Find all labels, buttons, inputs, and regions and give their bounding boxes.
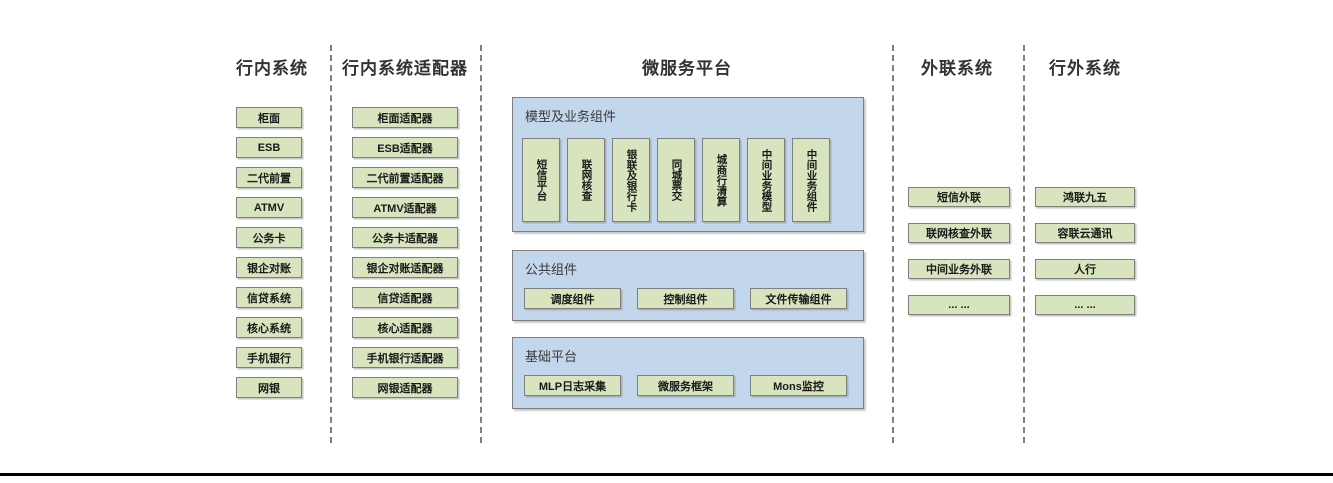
model-component-box: 城商行清算 (702, 138, 740, 222)
outreach-box: ... ... (908, 295, 1010, 315)
panel-title: 基础平台 (525, 349, 578, 364)
adapter-box: 公务卡适配器 (352, 227, 458, 248)
external-systems-column: 鸿联九五 容联云通讯 人行 ... ... (1035, 187, 1135, 315)
separator-2 (480, 45, 482, 443)
model-component-box: 同城票交 (657, 138, 695, 222)
internal-system-box: ATMV (236, 197, 302, 218)
external-box: 人行 (1035, 259, 1135, 279)
internal-system-box: 手机银行 (236, 347, 302, 368)
header-adapter-systems: 行内系统适配器 (342, 59, 468, 78)
internal-system-box: 核心系统 (236, 317, 302, 338)
header-outreach-systems: 外联系统 (921, 59, 993, 78)
adapter-box: 核心适配器 (352, 317, 458, 338)
model-component-box: 银联及银行卡 (612, 138, 650, 222)
model-component-box: 中间业务组件 (792, 138, 830, 222)
outreach-box: 短信外联 (908, 187, 1010, 207)
outreach-systems-column: 短信外联 联网核查外联 中间业务外联 ... ... (908, 187, 1010, 315)
header-external-systems: 行外系统 (1049, 59, 1121, 78)
internal-system-box: 柜面 (236, 107, 302, 128)
separator-3 (892, 45, 894, 443)
outreach-box: 联网核查外联 (908, 223, 1010, 243)
adapter-box: ESB适配器 (352, 137, 458, 158)
external-box: ... ... (1035, 295, 1135, 315)
common-component-box: 文件传输组件 (750, 288, 847, 309)
model-business-components-panel: 模型及业务组件 短信平台 联网核查 银联及银行卡 同城票交 城商行清算 中间业务… (512, 97, 864, 232)
adapter-box: ATMV适配器 (352, 197, 458, 218)
adapter-box: 网银适配器 (352, 377, 458, 398)
common-components-panel: 公共组件 调度组件 控制组件 文件传输组件 (512, 250, 864, 321)
internal-system-box: 公务卡 (236, 227, 302, 248)
separator-1 (330, 45, 332, 443)
base-platform-box: Mons监控 (750, 375, 847, 396)
external-box: 鸿联九五 (1035, 187, 1135, 207)
base-platform-box: 微服务框架 (637, 375, 734, 396)
panel-title: 公共组件 (525, 262, 578, 277)
base-platform-row: MLP日志采集 微服务框架 Mons监控 (524, 375, 847, 396)
adapter-box: 银企对账适配器 (352, 257, 458, 278)
internal-system-box: 网银 (236, 377, 302, 398)
outreach-box: 中间业务外联 (908, 259, 1010, 279)
model-component-box: 联网核查 (567, 138, 605, 222)
model-component-box: 短信平台 (522, 138, 560, 222)
internal-system-box: ESB (236, 137, 302, 158)
header-internal-systems: 行内系统 (236, 59, 308, 78)
separator-4 (1023, 45, 1025, 443)
base-platform-box: MLP日志采集 (524, 375, 621, 396)
panel-title: 模型及业务组件 (525, 109, 617, 124)
common-components-row: 调度组件 控制组件 文件传输组件 (524, 288, 847, 309)
header-microservice-platform: 微服务平台 (642, 59, 732, 78)
base-platform-panel: 基础平台 MLP日志采集 微服务框架 Mons监控 (512, 337, 864, 409)
adapter-box: 信贷适配器 (352, 287, 458, 308)
internal-systems-column: 柜面 ESB 二代前置 ATMV 公务卡 银企对账 信贷系统 核心系统 手机银行… (236, 107, 302, 398)
model-component-box: 中间业务模型 (747, 138, 785, 222)
adapter-box: 柜面适配器 (352, 107, 458, 128)
adapter-box: 手机银行适配器 (352, 347, 458, 368)
common-component-box: 控制组件 (637, 288, 734, 309)
common-component-box: 调度组件 (524, 288, 621, 309)
internal-system-box: 二代前置 (236, 167, 302, 188)
external-box: 容联云通讯 (1035, 223, 1135, 243)
bottom-rule (0, 473, 1333, 476)
model-components-row: 短信平台 联网核查 银联及银行卡 同城票交 城商行清算 中间业务模型 中间业务组… (522, 138, 830, 222)
internal-system-box: 银企对账 (236, 257, 302, 278)
adapter-box: 二代前置适配器 (352, 167, 458, 188)
internal-system-box: 信贷系统 (236, 287, 302, 308)
adapter-systems-column: 柜面适配器 ESB适配器 二代前置适配器 ATMV适配器 公务卡适配器 银企对账… (352, 107, 458, 398)
